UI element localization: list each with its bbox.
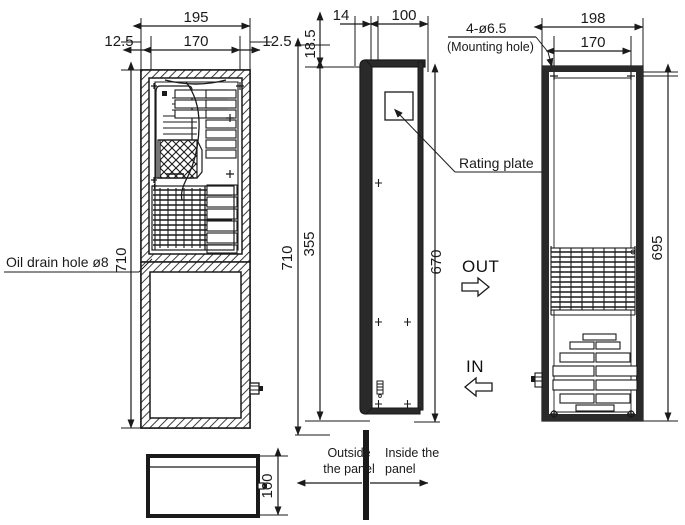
oil-drain-callout: Oil drain hole ø8 bbox=[4, 254, 153, 273]
dim-14-text: 14 bbox=[333, 7, 350, 24]
side-body-profile bbox=[359, 59, 426, 415]
mounting-hole-callout: 4-ø6.5 (Mounting hole) bbox=[447, 20, 554, 68]
airflow-in: IN bbox=[463, 357, 493, 398]
dim-355: 355 bbox=[301, 59, 324, 421]
drain-valve-fitting bbox=[249, 382, 263, 395]
dim-12.5-right: 12.5 bbox=[240, 33, 292, 54]
dim-695: 695 bbox=[649, 63, 672, 422]
dim-355-text: 355 bbox=[301, 231, 318, 256]
fastener-marks bbox=[151, 82, 244, 189]
in-label: IN bbox=[466, 357, 484, 376]
dim-195: 195 bbox=[132, 9, 251, 30]
dim-170-rear: 170 bbox=[545, 34, 632, 55]
front-internal-components bbox=[151, 79, 244, 254]
dim-198-text: 198 bbox=[580, 10, 605, 27]
rear-condenser-grille bbox=[550, 246, 636, 316]
dim-100-bottom: 100 bbox=[258, 447, 288, 516]
dim-170-front: 170 bbox=[142, 33, 241, 54]
airflow-out: OUT bbox=[461, 257, 499, 298]
out-label: OUT bbox=[462, 257, 499, 276]
terminal-block-side bbox=[376, 380, 384, 398]
dim-710-front-text: 710 bbox=[113, 247, 130, 272]
dim-12.5-left: 12.5 bbox=[104, 33, 151, 54]
bottom-plan-view: 100 bbox=[146, 447, 288, 518]
rear-side-fitting bbox=[531, 372, 543, 388]
in-arrow-icon bbox=[463, 376, 493, 398]
dim-14: 14 bbox=[333, 7, 372, 28]
front-lower-wall-hatch bbox=[140, 261, 251, 429]
rating-plate-rect bbox=[384, 91, 414, 121]
outside-panel-label-1: Outside bbox=[327, 446, 370, 460]
rating-plate-callout: Rating plate bbox=[394, 108, 545, 173]
dim-670-text: 670 bbox=[428, 249, 445, 274]
mounting-hole-note-label: (Mounting hole) bbox=[447, 40, 534, 54]
dim-100-side-text: 100 bbox=[391, 7, 416, 24]
rear-fan-guard bbox=[552, 333, 638, 412]
dim-12.5-left-text: 12.5 bbox=[104, 33, 133, 50]
inside-panel-label-2: panel bbox=[385, 462, 416, 476]
mounting-hole-qty-label: 4-ø6.5 bbox=[466, 20, 507, 36]
dim-670: 670 bbox=[414, 63, 445, 423]
oil-drain-label: Oil drain hole ø8 bbox=[6, 254, 109, 270]
bottom-outline bbox=[146, 454, 260, 518]
dim-710-side: 710 bbox=[279, 37, 330, 436]
dim-12.5-right-text: 12.5 bbox=[262, 33, 291, 50]
inside-panel-label-1: Inside the bbox=[385, 446, 439, 460]
dim-710-front: 710 bbox=[113, 61, 141, 429]
bottom-fitting bbox=[257, 482, 267, 490]
dim-100-side: 100 bbox=[369, 7, 429, 28]
dim-170-rear-text: 170 bbox=[580, 34, 605, 51]
front-section-view: 195 170 12.5 12.5 710 bbox=[4, 9, 292, 429]
rear-reference-lines bbox=[553, 75, 678, 413]
outside-panel-label-2: the panel bbox=[323, 462, 374, 476]
dim-18.5-text: 18.5 bbox=[302, 29, 319, 58]
panel-divider: Outside the panel Inside the panel bbox=[296, 430, 439, 520]
dim-710-side-text: 710 bbox=[279, 245, 296, 270]
rating-plate-label: Rating plate bbox=[459, 155, 534, 171]
dim-198: 198 bbox=[533, 10, 644, 31]
side-view: 14 100 18.5 355 710 670 bbox=[279, 7, 545, 520]
dim-170-front-text: 170 bbox=[183, 33, 208, 50]
rear-view: 198 170 695 4-ø6.5 (Mounting hole) bbox=[447, 10, 678, 422]
out-arrow-icon bbox=[461, 276, 491, 298]
dim-100-bottom-text: 100 bbox=[259, 473, 276, 498]
dim-195-text: 195 bbox=[183, 9, 208, 26]
dim-18.5: 18.5 bbox=[302, 11, 324, 67]
dim-695-text: 695 bbox=[649, 235, 666, 260]
